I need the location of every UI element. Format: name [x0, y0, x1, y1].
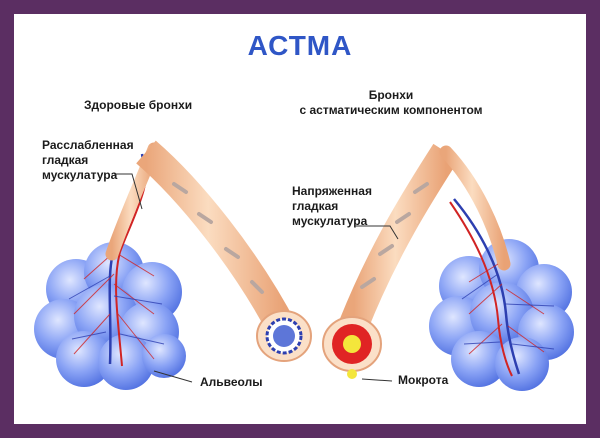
- right-heading-line-2: с астматическим компонентом: [299, 103, 483, 117]
- right-heading: Бронхи с астматическим компонентом: [296, 88, 486, 118]
- tense-muscle-line-3: мускулатура: [292, 214, 368, 228]
- sputum-plug: [343, 335, 361, 353]
- leader-lines: [114, 173, 399, 383]
- page-title: АСТМА: [247, 30, 353, 61]
- relaxed-muscle-line-3: мускулатура: [42, 168, 118, 182]
- relaxed-muscle-line-2: гладкая: [42, 153, 89, 167]
- tense-muscle-line-1: Напряженная: [292, 184, 372, 198]
- tense-muscle-label: Напряженная гладкая мускулатура: [292, 184, 372, 229]
- healthy-airway-cross-section: [256, 310, 312, 362]
- asthmatic-bronchi: [322, 143, 574, 391]
- sputum-drop: [347, 369, 357, 379]
- healthy-bronchi: [34, 140, 312, 390]
- relaxed-muscle-pointer: [114, 173, 143, 210]
- right-heading-line-1: Бронхи: [368, 88, 414, 102]
- right-vein: [453, 198, 521, 375]
- inflamed-airway-cross-section: [322, 316, 382, 379]
- relaxed-muscle-line-1: Расслабленная: [42, 138, 134, 152]
- relaxed-muscle-label: Расслабленная гладкая мускулатура: [42, 138, 134, 183]
- left-alveoli-cluster: [34, 242, 186, 390]
- diagram-panel: АСТМА Здоровые бронхи Бронхи с астматиче…: [14, 14, 586, 424]
- tense-muscle-pointer: [356, 225, 399, 240]
- right-artery: [449, 201, 513, 377]
- alveoli-label: Альвеолы: [200, 375, 263, 389]
- right-small-bronchus: [439, 145, 511, 271]
- tense-muscle-line-2: гладкая: [292, 199, 339, 213]
- sputum-pointer: [361, 378, 393, 382]
- left-heading: Здоровые бронхи: [84, 98, 193, 112]
- healthy-bronchus-tube: [136, 140, 298, 339]
- sputum-label: Мокрота: [398, 373, 449, 387]
- asthmatic-bronchus-tube: [340, 143, 459, 330]
- alveoli-pointer: [153, 370, 193, 383]
- bronchi-illustration: [34, 140, 574, 391]
